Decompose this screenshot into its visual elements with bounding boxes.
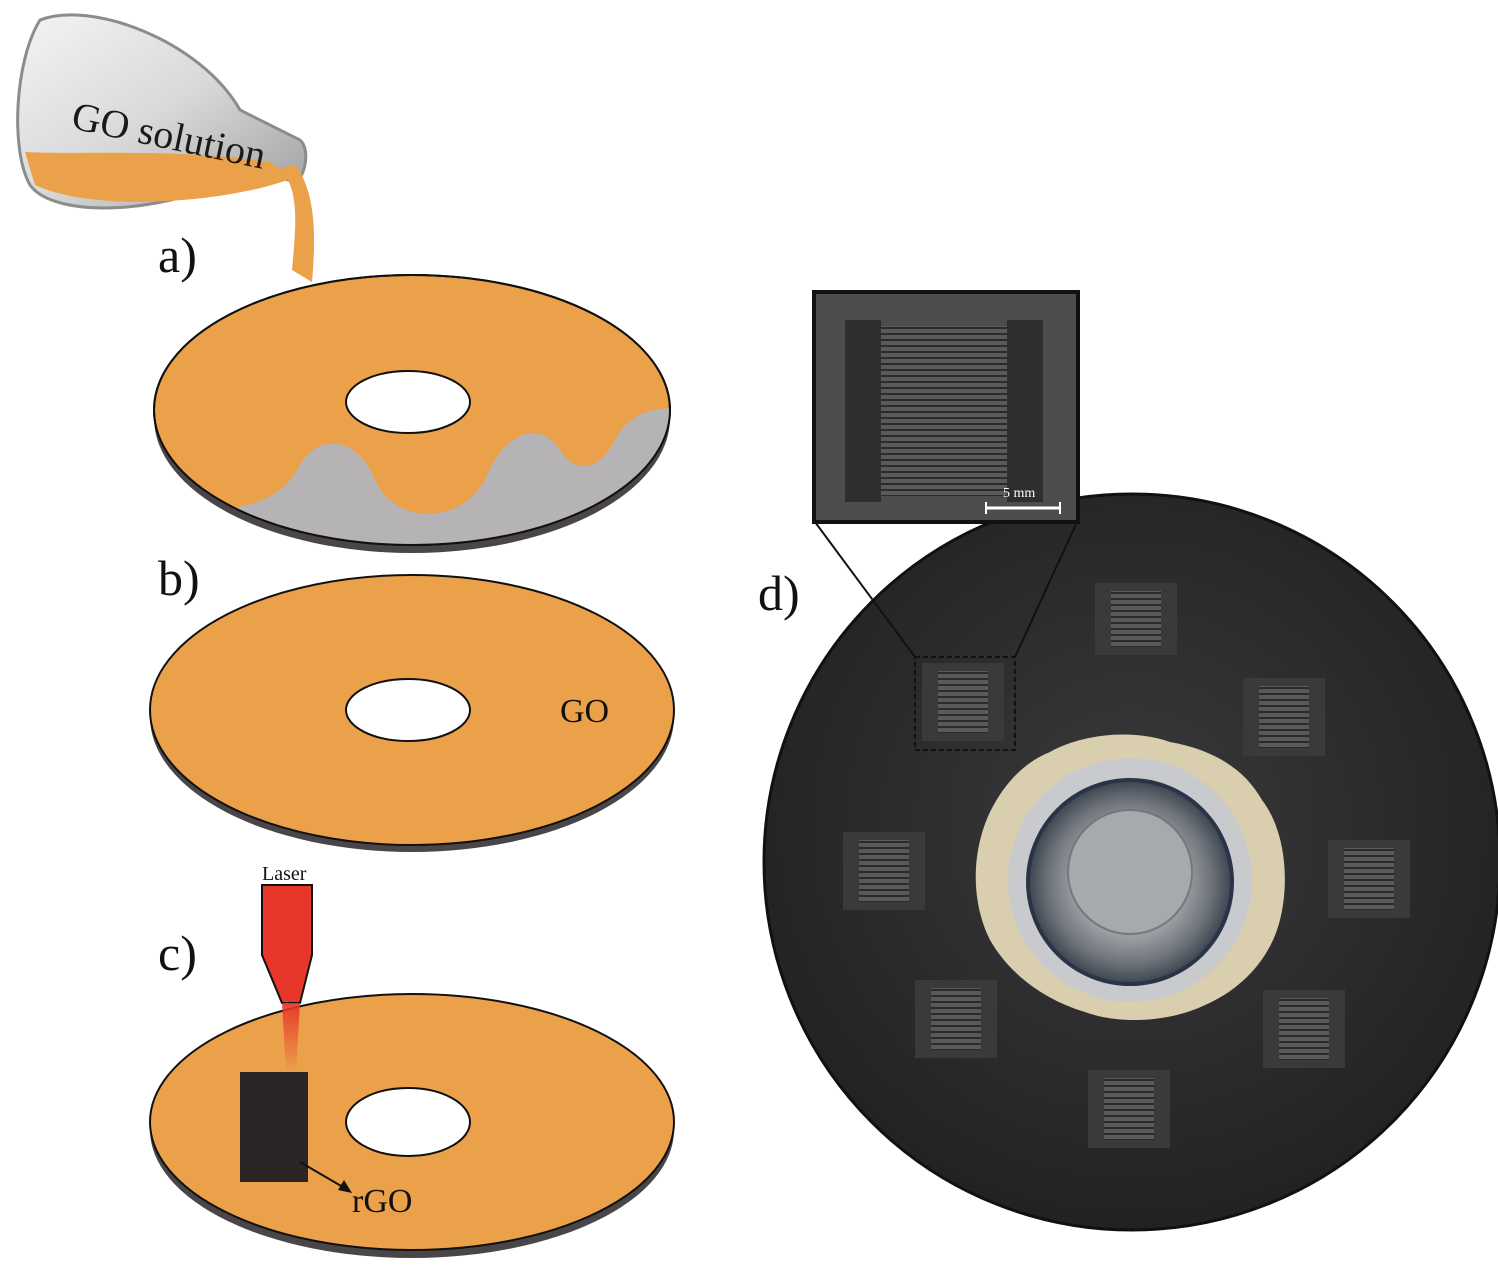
zoom-line-right bbox=[1014, 521, 1078, 658]
laser-beam bbox=[282, 1003, 300, 1072]
flask-illustration: GO solution bbox=[16, 13, 315, 282]
electrode bbox=[915, 980, 997, 1058]
inset-right-pad bbox=[1007, 320, 1043, 502]
panel-d-label: d) bbox=[758, 565, 800, 621]
electrode bbox=[1095, 583, 1177, 655]
laser-label: Laser bbox=[262, 863, 307, 885]
electrode-array bbox=[843, 583, 1410, 1148]
zoom-selection-box bbox=[914, 656, 1016, 751]
disc-c-hole bbox=[345, 1087, 471, 1157]
laser-head: Laser bbox=[261, 863, 313, 1072]
disc-a-outline bbox=[153, 274, 671, 546]
rgo-patch bbox=[240, 1072, 308, 1182]
inset-left-pad bbox=[845, 320, 881, 502]
go-label: GO bbox=[560, 693, 609, 730]
panel-b-label: b) bbox=[158, 550, 200, 606]
flask-liquid bbox=[25, 152, 292, 202]
electrode bbox=[1263, 990, 1345, 1068]
disc-b-hole bbox=[345, 678, 471, 742]
scale-bar-label: 5 mm bbox=[1003, 486, 1035, 501]
panel-c-label: c) bbox=[158, 925, 197, 981]
laser-nozzle bbox=[261, 884, 313, 1004]
rgo-label: rGO bbox=[352, 1183, 412, 1220]
disc-a bbox=[153, 274, 671, 553]
photo-disc bbox=[762, 492, 1498, 1232]
panel-a-label: a) bbox=[158, 227, 197, 283]
zoom-line-left bbox=[814, 521, 916, 658]
electrode bbox=[1243, 678, 1325, 756]
pouring-stream bbox=[280, 165, 315, 282]
disc-center bbox=[1067, 809, 1193, 935]
disc-c: rGO bbox=[149, 993, 675, 1258]
disc-a-hole bbox=[345, 370, 471, 434]
rgo-pointer-line bbox=[299, 1161, 349, 1191]
inset-comb-fingers bbox=[881, 326, 1007, 496]
electrode bbox=[843, 832, 925, 910]
rgo-pointer-arrowhead bbox=[338, 1180, 352, 1193]
disc-b: GO bbox=[149, 574, 675, 852]
electrode bbox=[1088, 1070, 1170, 1148]
zoom-inset: 5 mm bbox=[812, 290, 1080, 524]
electrode bbox=[1328, 840, 1410, 918]
electrode-highlighted bbox=[922, 663, 1004, 741]
